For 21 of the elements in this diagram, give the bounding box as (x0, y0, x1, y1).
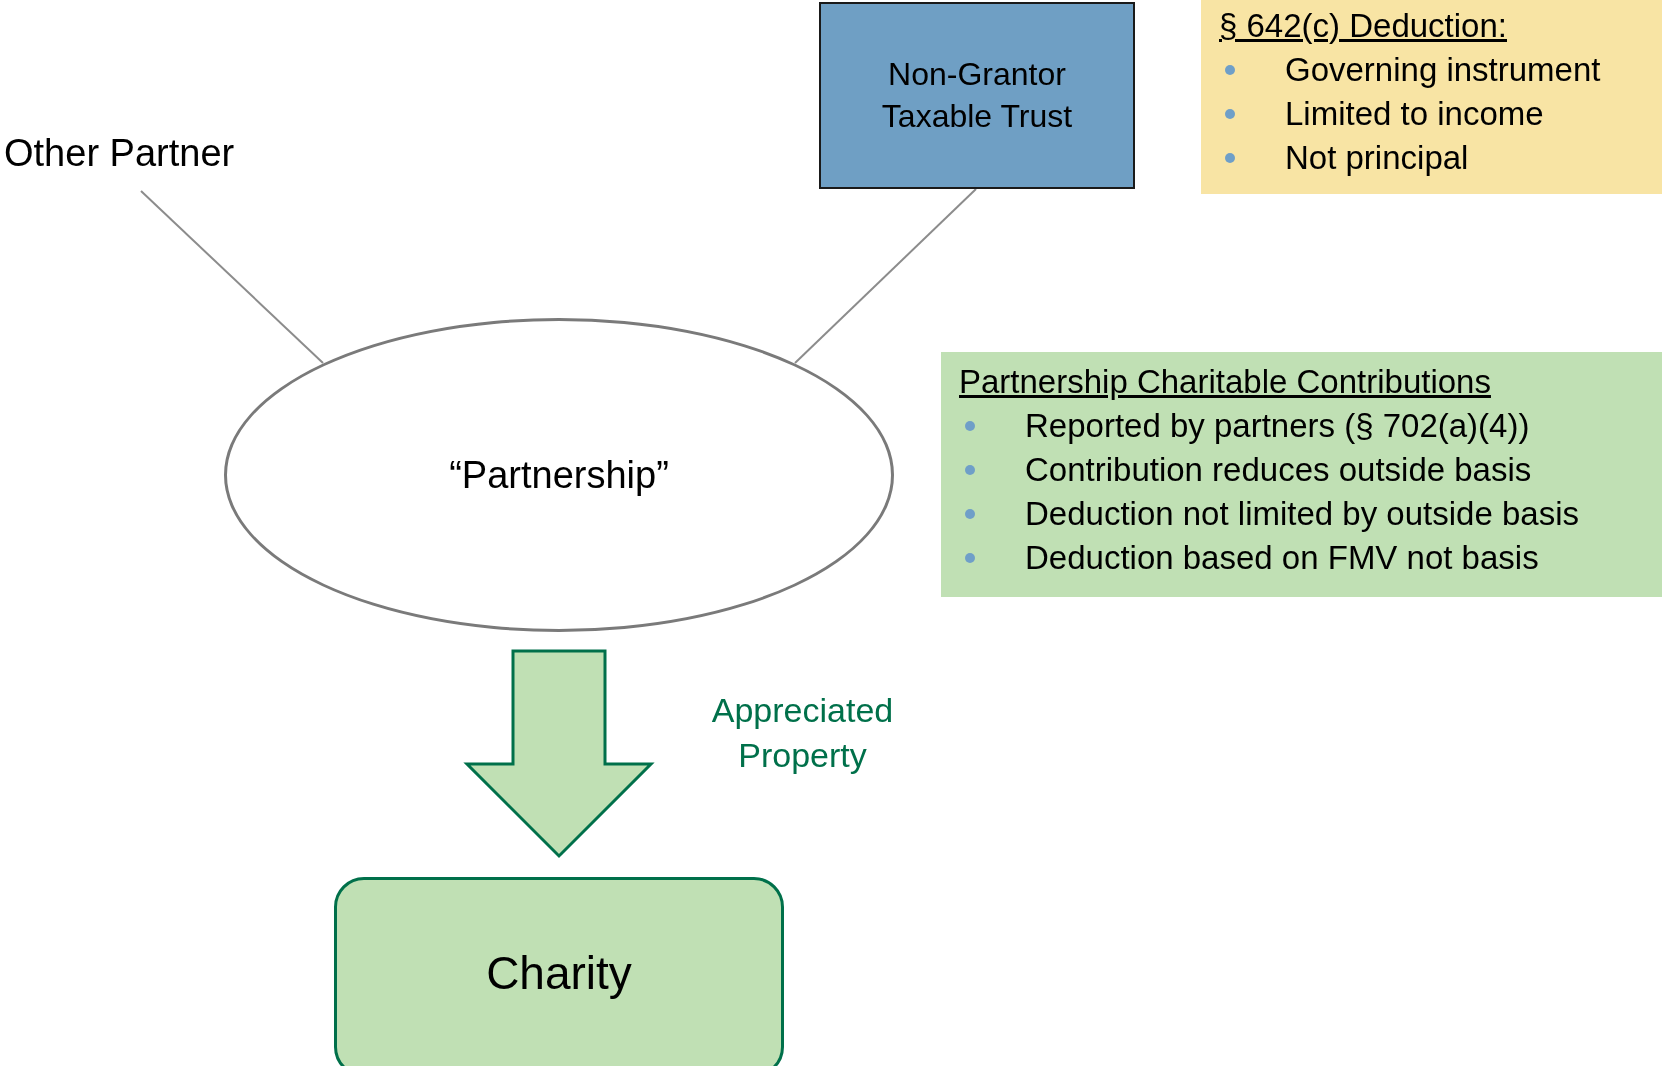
note-heading: Partnership Charitable Contributions (959, 362, 1492, 402)
charity-box (334, 877, 784, 1066)
note-box (1201, 0, 1662, 194)
bullet-text: Reported by partners (§ 702(a)(4)) (1025, 407, 1530, 445)
bullet-text: Contribution reduces outside basis (1025, 451, 1532, 489)
node-text: Non-Grantor Taxable Trust (880, 54, 1074, 136)
bullet-text: Governing instrument (1285, 51, 1601, 89)
node-text: “Partnership” (449, 453, 669, 497)
node-text: Charity (486, 946, 632, 1000)
note-heading: § 642(c) Deduction: (1219, 6, 1508, 46)
entity-label: Other Partner (4, 131, 235, 175)
trust-box (819, 2, 1135, 189)
note-box (941, 352, 1662, 597)
bullet-text: Not principal (1285, 139, 1469, 177)
edge-label: Appreciated Property (710, 690, 895, 776)
connector-line (794, 188, 977, 364)
bullet-text: Limited to income (1285, 95, 1544, 133)
bullet-text: Deduction based on FMV not basis (1025, 539, 1539, 577)
block-arrow (463, 649, 655, 859)
bullet-text: Deduction not limited by outside basis (1025, 495, 1579, 533)
connector-line (140, 190, 324, 364)
